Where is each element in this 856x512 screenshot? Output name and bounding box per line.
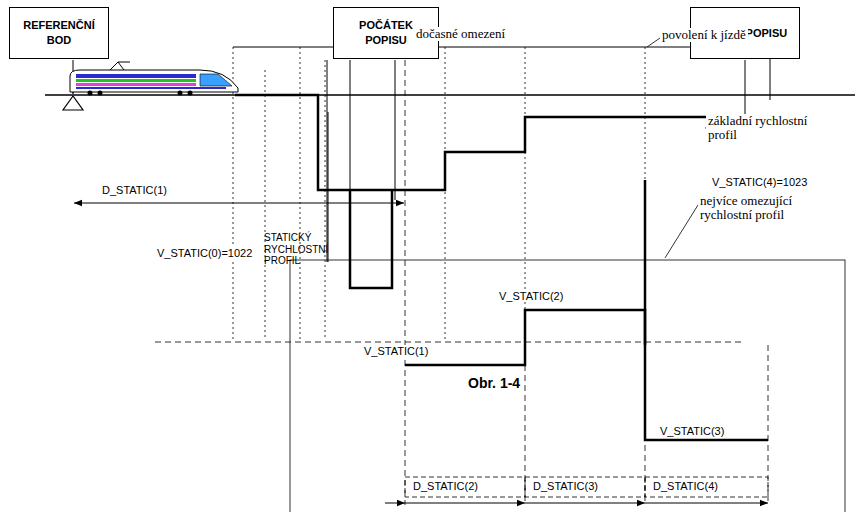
box-text: REFERENČNÍ BOD <box>16 18 102 48</box>
annotation-label: V_STATIC(3) <box>658 425 726 437</box>
annotation-label: STATICKÝ RYCHLOSTNÍ PROFIL <box>262 232 328 267</box>
train-picture <box>70 62 238 96</box>
annotation-label: V_STATIC(2) <box>497 290 565 302</box>
annotation-label: základní rychlostní profil <box>706 114 830 143</box>
reference-point-box: REFERENČNÍ BOD <box>9 7 109 59</box>
annotation-label: nejvíce omezující rychlostní profil <box>698 194 822 223</box>
annotation-label: D_STATIC(1) <box>100 184 169 196</box>
annotation-label: V_STATIC(1) <box>362 345 430 357</box>
annotation-label: Obr. 1-4 <box>466 376 522 391</box>
annotation-label: V_STATIC(0)=1022 <box>155 247 254 259</box>
annotation-label: D_STATIC(4) <box>651 480 720 492</box>
annotation-label: V_STATIC(4)=1023 <box>710 176 809 188</box>
annotation-label: dočasné omezení <box>414 27 507 41</box>
annotation-label: D_STATIC(3) <box>531 480 600 492</box>
annotation-label: povolení k jízdě <box>660 28 748 42</box>
annotation-label: D_STATIC(2) <box>411 480 480 492</box>
